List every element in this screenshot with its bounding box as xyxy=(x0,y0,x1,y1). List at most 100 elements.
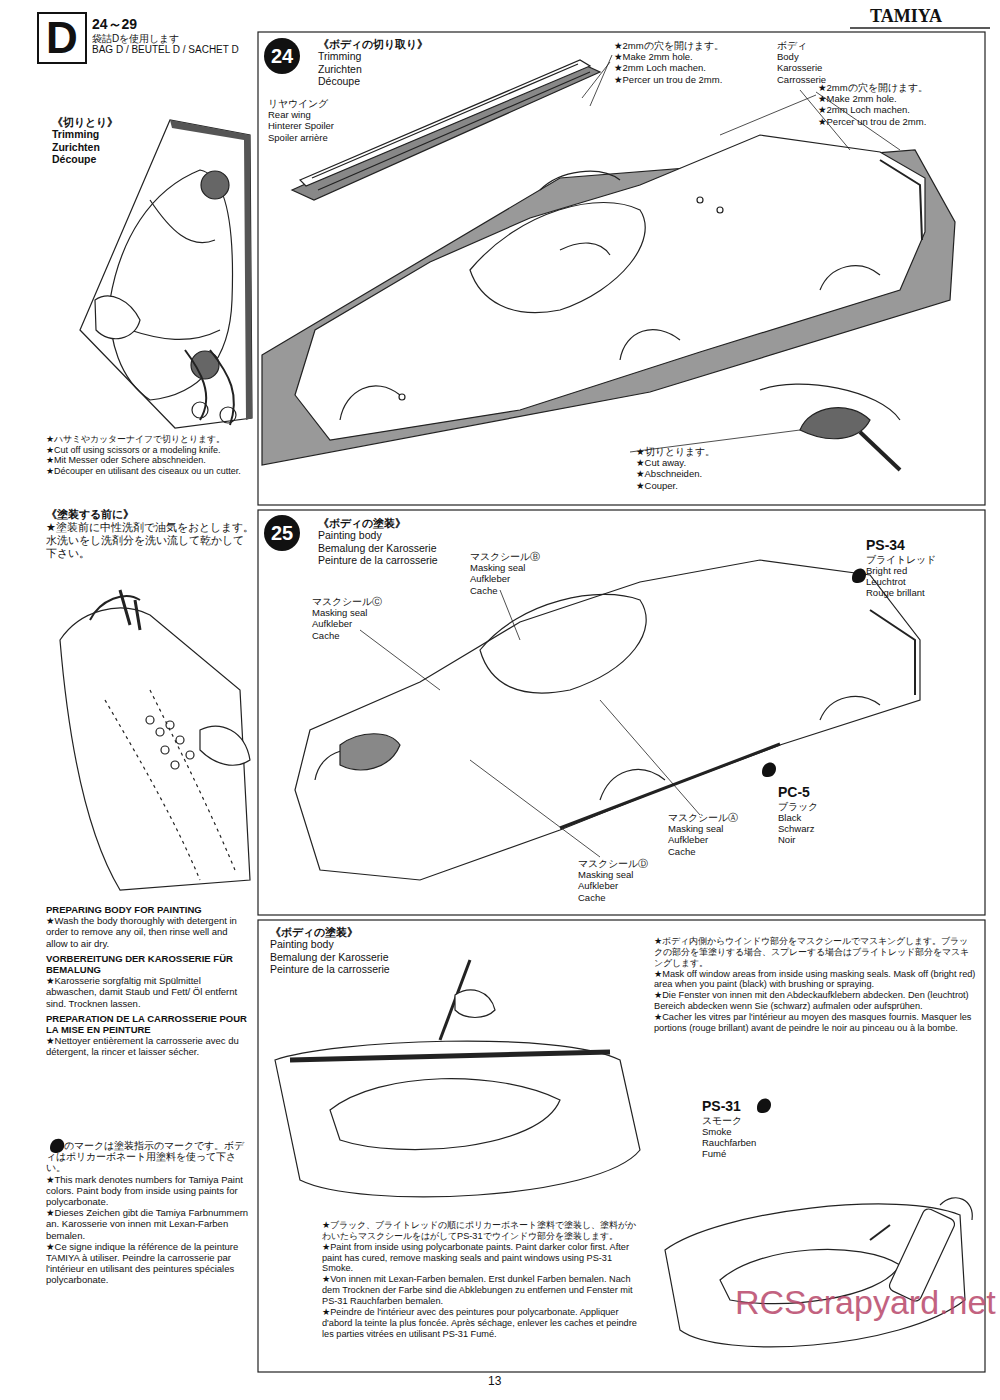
text-block: マスクシールⒷMasking sealAufkleberCache xyxy=(470,551,570,596)
text-block: 《塗装する前に》★塗装前に中性洗剤で油気をおとします。水洗いをし洗剤分を洗い流し… xyxy=(46,508,254,560)
label-text: ★切りとります。 xyxy=(636,446,756,457)
paint-mark xyxy=(757,1098,771,1113)
label-text: Karosserie xyxy=(777,62,872,73)
label-text: Masking seal xyxy=(312,607,412,618)
label-text: ★Mask off window areas from inside using… xyxy=(654,969,976,991)
label-text: PS-34 xyxy=(866,537,981,554)
label-text: Aufkleber xyxy=(312,618,412,629)
label-text: Schwarz xyxy=(778,823,858,834)
section-letter-box: D xyxy=(37,12,87,64)
label-text: Rouge brillant xyxy=(866,587,981,598)
label-text: ★ブラック、ブライトレッドの順にポリカーボネート塗料で塗装し、塗料がかわいたらマ… xyxy=(322,1220,640,1242)
paint-mark xyxy=(762,762,776,777)
label-text: ★2mmの穴を開けます。 xyxy=(818,82,980,93)
text-block: 24～29袋詰Dを使用しますBAG D / BEUTEL D / SACHET … xyxy=(92,16,257,56)
label-text: ★2mmの穴を開けます。 xyxy=(614,40,764,51)
label-text: ★Cacher les vitres par l'intérieur au mo… xyxy=(654,1012,976,1034)
label-text: Painting body xyxy=(318,529,498,541)
label-text: Peinture de la carrosserie xyxy=(270,963,450,975)
text-block: ボディBodyKarosserieCarrosserie xyxy=(777,40,872,85)
text-block: ★切りとります。★Cut away.★Abschneiden.★Couper. xyxy=(636,446,756,491)
rear-wing-part xyxy=(292,60,600,200)
label-text: Smoke xyxy=(702,1126,792,1137)
text-block: 《ボディの切り取り》TrimmingZurichtenDécoupe xyxy=(318,38,468,88)
step-number-circle: 25 xyxy=(264,515,300,551)
paint-mark xyxy=(852,568,866,583)
label-text: Rauchfarben xyxy=(702,1137,792,1148)
label-text: ★Die Fenster von innen mit den Abdeckauf… xyxy=(654,990,976,1012)
step-number-circle: 24 xyxy=(264,38,300,74)
label-text: Découpe xyxy=(318,75,468,87)
label-text: 《塗装する前に》 xyxy=(46,508,254,521)
label-text: Trimming xyxy=(318,50,468,62)
label-text: ★Percer un trou de 2mm. xyxy=(818,116,980,127)
brush-painting-illustration xyxy=(275,960,640,1197)
label-text: ブライトレッド xyxy=(866,554,981,565)
label-text: ★Abschneiden. xyxy=(636,468,756,479)
label-text: ★Dieses Zeichen gibt die Tamiya Farbnumm… xyxy=(46,1207,251,1241)
label-text: ★Make 2mm hole. xyxy=(614,51,764,62)
label-text: Masking seal xyxy=(470,562,570,573)
label-text: Cache xyxy=(668,846,763,857)
label-text: ★Couper. xyxy=(636,480,756,491)
label-text: ★Peindre de l'intérieur avec des peintur… xyxy=(322,1307,640,1340)
label-text: 《ボディの塗装》 xyxy=(270,926,450,938)
label-text: ★Paint from inside using polycarbonate p… xyxy=(322,1242,640,1275)
label-text: Masking seal xyxy=(668,823,763,834)
label-text: ★This mark denotes numbers for Tamiya Pa… xyxy=(46,1174,251,1208)
text-block: 《ボディの塗装》Painting bodyBemalung der Kaross… xyxy=(270,926,450,976)
washing-illustration xyxy=(60,590,250,890)
label-text: Découpe xyxy=(52,153,172,165)
label-text: ★Ce signe indique la référence de la pei… xyxy=(46,1241,251,1286)
label-text: 《ボディの塗装》 xyxy=(318,517,498,529)
text-block: RCScrapyard.net xyxy=(735,1282,995,1322)
label-text: マスクシールⒶ xyxy=(668,812,763,823)
label-text: ★Wash the body thoroughly with detergent… xyxy=(46,915,251,949)
label-text: Bright red xyxy=(866,565,981,576)
step-panel xyxy=(258,32,985,505)
spray-painting-illustration xyxy=(665,1198,972,1347)
text-block: マスクシールⒶMasking sealAufkleberCache xyxy=(668,812,763,857)
label-text: ★Cut off using scissors or a modeling kn… xyxy=(46,445,251,456)
label-text: ★塗装前に中性洗剤で油気をおとします。水洗いをし洗剤分を洗い流して乾かして下さい… xyxy=(46,521,254,560)
text-block: のマークは塗装指示のマークです。ボディはポリカーボネート用塗料を使って下さい。★… xyxy=(46,1140,251,1286)
label-text: ★2mm Loch machen. xyxy=(818,104,980,115)
label-text: Trimming xyxy=(52,128,172,140)
label-text: BAG D / BEUTEL D / SACHET D xyxy=(92,44,257,56)
label-text: 24～29 xyxy=(92,16,257,33)
text-block: TAMIYA xyxy=(870,6,995,27)
paint-mark xyxy=(50,1139,64,1153)
label-text: ★Découper en utilisant des ciseaux ou un… xyxy=(46,466,251,477)
cut-away-inset xyxy=(630,384,900,470)
label-text: Painting body xyxy=(270,938,450,950)
text-block: ★2mmの穴を開けます。★Make 2mm hole.★2mm Loch mac… xyxy=(614,40,764,85)
label-text: Cache xyxy=(312,630,412,641)
text-block: 13 xyxy=(488,1374,518,1388)
label-text: 《ボディの切り取り》 xyxy=(318,38,468,50)
label-text: Aufkleber xyxy=(668,834,763,845)
label-text: PREPARING BODY FOR PAINTING xyxy=(46,904,251,915)
label-text: Leuchtrot xyxy=(866,576,981,587)
label-text: 《切りとり》 xyxy=(52,116,172,128)
node-text: 25 xyxy=(271,522,293,545)
text-block: 《切りとり》TrimmingZurichtenDécoupe xyxy=(52,116,172,166)
label-text: スモーク xyxy=(702,1115,792,1126)
label-text: ボディ xyxy=(777,40,872,51)
watermark: RCScrapyard.net xyxy=(735,1282,995,1322)
label-text: Spoiler arrière xyxy=(268,132,378,143)
trimming-illustration xyxy=(80,120,252,428)
label-text: PC-5 xyxy=(778,784,858,801)
label-text: ★Make 2mm hole. xyxy=(818,93,980,104)
header-rule xyxy=(850,27,990,29)
label-text: Bemalung der Karosserie xyxy=(270,951,450,963)
label-text: PS-31 xyxy=(702,1098,792,1115)
label-text: ★Karosserie sorgfältig mit Spülmittel ab… xyxy=(46,975,251,1009)
text-block: PS-31スモークSmokeRauchfarbenFumé xyxy=(702,1098,792,1159)
label-text: マスクシールⒹ xyxy=(578,858,668,869)
label-text: Rear wing xyxy=(268,109,378,120)
label-text: ★2mm Loch machen. xyxy=(614,62,764,73)
label-text: Zurichten xyxy=(318,63,468,75)
label-text: PREPARATION DE LA CARROSSERIE POUR LA MI… xyxy=(46,1013,251,1035)
label-text: Hinterer Spoiler xyxy=(268,120,378,131)
